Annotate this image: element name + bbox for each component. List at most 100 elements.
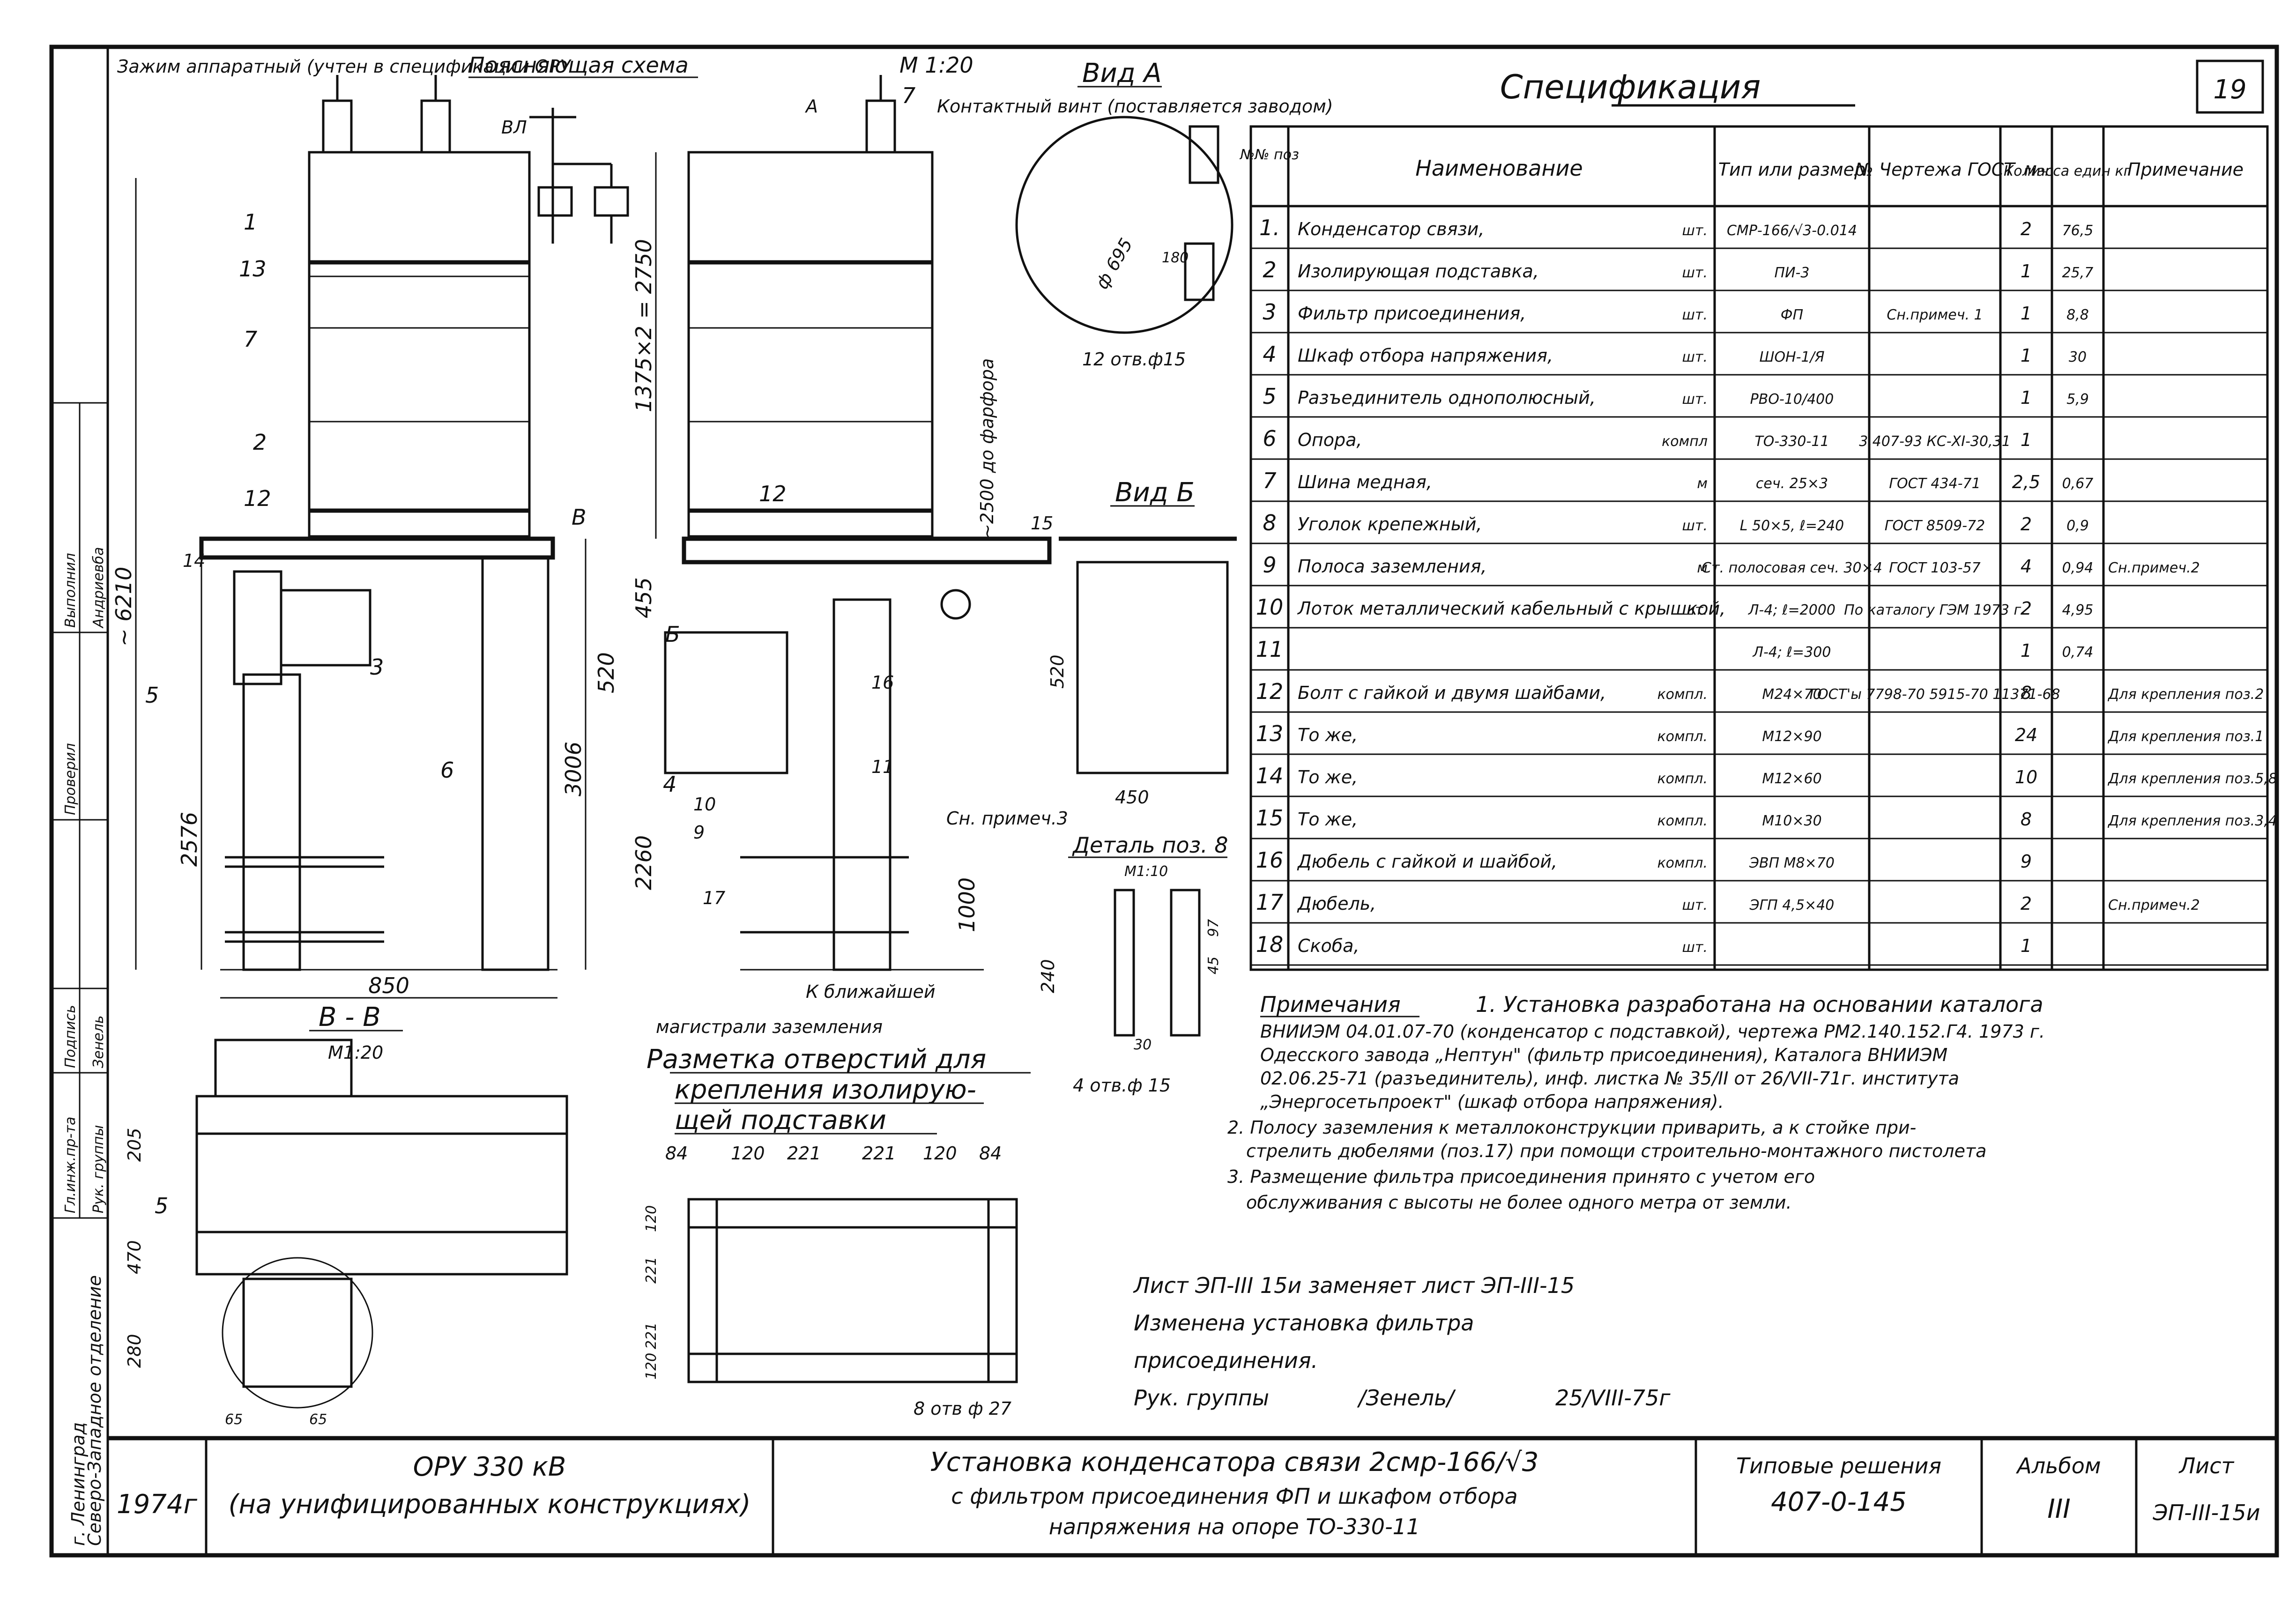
dim-1000: 1000 bbox=[954, 877, 980, 932]
dim-30: 30 bbox=[1134, 1037, 1152, 1053]
spec-h-name: Наименование bbox=[1415, 156, 1583, 181]
spec-cell-drawing: ГОСТ 103-57 bbox=[1889, 560, 1980, 576]
spec-cell-type: Л-4; ℓ=300 bbox=[1753, 644, 1831, 661]
dim-180: 180 bbox=[1162, 250, 1189, 266]
tb-title-1: Установка конденсатора связи 2смр-166/√3 bbox=[930, 1447, 1539, 1478]
spec-cell-pos: 18 bbox=[1256, 932, 1284, 957]
spec-cell-type: ШОН-1/Я bbox=[1759, 349, 1824, 365]
section-title: В - В bbox=[319, 1002, 381, 1032]
spec-cell-mass: 30 bbox=[2069, 349, 2087, 365]
spec-cell-note: Сн.примеч.2 bbox=[2108, 897, 2200, 913]
tb-project-2: (на унифицированных конструкциях) bbox=[229, 1489, 751, 1520]
spec-cell-type: ТО-330-11 bbox=[1754, 433, 1829, 450]
spec-cell-name: Разъединитель однополюсный, bbox=[1298, 387, 1596, 408]
pos-15: 15 bbox=[1031, 513, 1053, 534]
spec-cell-qty: 4 bbox=[2021, 556, 2032, 577]
scheme-title: Поясняющая схема bbox=[468, 52, 689, 78]
dim-695: ф 695 bbox=[1092, 235, 1137, 292]
spec-cell-type: М24×70 bbox=[1762, 686, 1821, 703]
spec-cell-type: Л-4; ℓ=2000 bbox=[1748, 602, 1835, 618]
spec-cell-drawing: 3.407-93 КС-XI-30,31 bbox=[1859, 433, 2011, 450]
marking-title-2: крепления изолирую- bbox=[675, 1075, 976, 1105]
spec-cell-drawing: Сн.примеч. 1 bbox=[1887, 307, 1983, 323]
spec-cell-unit: компл. bbox=[1657, 728, 1708, 745]
porcelain-note: ~2500 до фарфора bbox=[977, 358, 997, 539]
spec-cell-qty: 2 bbox=[2021, 598, 2032, 619]
revision-line-1: Лист ЭП-III 15и заменяет лист ЭП-III-15 bbox=[1133, 1273, 1575, 1298]
mark-a: А bbox=[804, 96, 818, 117]
tb-title-2: с фильтром присоединения ФП и шкафом отб… bbox=[951, 1484, 1517, 1509]
sidebar-role-2: Подпись bbox=[62, 1005, 79, 1068]
spec-cell-qty: 10 bbox=[2015, 767, 2037, 787]
spec-cell-name: Шина медная, bbox=[1298, 472, 1432, 492]
spec-cell-unit: шт. bbox=[1682, 602, 1708, 618]
sidebar-role-4: Выполнил bbox=[62, 553, 79, 628]
dim-2260: 2260 bbox=[631, 835, 656, 890]
notes-line-3: 02.06.25-71 (разъединитель), инф. листка… bbox=[1260, 1068, 1959, 1089]
spec-cell-mass: 25,7 bbox=[2062, 265, 2094, 281]
tb-sheet-value: ЭП-III-15и bbox=[2152, 1500, 2260, 1525]
spec-cell-name: Лоток металлический кабельный с крышкой, bbox=[1297, 598, 1725, 619]
spec-cell-note: Для крепления поз.5,8 bbox=[2107, 771, 2277, 787]
spec-cell-type: ЭВП М8×70 bbox=[1749, 855, 1835, 871]
spec-cell-unit: шт. bbox=[1682, 349, 1708, 365]
mark-dim-1: 120 bbox=[731, 1143, 765, 1164]
pos-12-front: 12 bbox=[759, 481, 787, 506]
spec-cell-mass: 0,9 bbox=[2066, 518, 2089, 534]
holes-4: 4 отв.ф 15 bbox=[1073, 1075, 1171, 1096]
spec-cell-unit: м bbox=[1697, 560, 1708, 576]
dim-850: 850 bbox=[368, 973, 409, 998]
spec-cell-qty: 1 bbox=[2021, 261, 2032, 282]
dim-470: 470 bbox=[124, 1240, 145, 1274]
spec-cell-pos: 2 bbox=[1263, 257, 1276, 282]
mark-dim-v1: 221 bbox=[643, 1257, 660, 1284]
section-scale: М1:20 bbox=[328, 1042, 383, 1063]
spec-cell-qty: 1 bbox=[2021, 387, 2032, 408]
scale-main: М 1:20 bbox=[899, 52, 973, 78]
dim-45: 45 bbox=[1205, 957, 1222, 974]
spec-cell-note: Для крепления поз.3,4 bbox=[2107, 813, 2277, 829]
support-column bbox=[481, 556, 550, 971]
spec-cell-qty: 1 bbox=[2021, 640, 2032, 661]
sheet-number-box bbox=[2196, 59, 2264, 114]
spec-table: Спецификация №№ поз Наименование Тип или… bbox=[1239, 68, 2277, 971]
mark-v: В bbox=[572, 505, 587, 530]
sheet-number: 19 bbox=[2213, 74, 2246, 105]
spec-cell-drawing: ГОСТ 8509-72 bbox=[1885, 518, 1985, 534]
pos-10: 10 bbox=[693, 794, 716, 815]
dim-280: 280 bbox=[124, 1334, 145, 1368]
filter-front bbox=[664, 631, 788, 774]
spec-cell-mass: 4,95 bbox=[2062, 602, 2094, 618]
spec-h-pos: №№ поз bbox=[1239, 147, 1299, 163]
view-b-title: Вид Б bbox=[1115, 477, 1195, 508]
revision-person: /Зенель/ bbox=[1357, 1385, 1456, 1411]
spec-cell-pos: 1. bbox=[1259, 215, 1280, 240]
dim-65b: 65 bbox=[309, 1411, 327, 1428]
spec-cell-name: То же, bbox=[1298, 767, 1358, 787]
detail-title: Деталь поз. 8 bbox=[1072, 832, 1228, 858]
spec-h-qty: Колич bbox=[2004, 163, 2049, 179]
spec-cell-mass: 8,8 bbox=[2066, 307, 2089, 323]
spec-cell-name: Болт с гайкой и двумя шайбами, bbox=[1298, 683, 1606, 703]
dim-6210: ~ 6210 bbox=[111, 567, 136, 646]
detail-scale: М1:10 bbox=[1124, 863, 1168, 880]
spec-cell-type: L 50×5, ℓ=240 bbox=[1740, 518, 1844, 534]
mark-dim-5: 84 bbox=[979, 1143, 1002, 1164]
pos-6: 6 bbox=[440, 757, 454, 783]
dim-455: 455 bbox=[631, 577, 656, 618]
notes-line-2: Одесского завода „Нептун" (фильтр присое… bbox=[1260, 1045, 1947, 1065]
spec-cell-type: ФП bbox=[1781, 307, 1803, 323]
spec-cell-unit: шт. bbox=[1682, 223, 1708, 239]
spec-cell-name: Фильтр присоединения, bbox=[1298, 303, 1526, 324]
revision-role: Рук. группы bbox=[1134, 1385, 1269, 1411]
tb-album-value: III bbox=[2047, 1494, 2071, 1524]
sidebar-org-2: г. Ленинград bbox=[68, 1422, 89, 1546]
view-a-circle bbox=[1015, 116, 1233, 334]
notes-line-6: стрелить дюбелями (поз.17) при помощи ст… bbox=[1246, 1141, 1986, 1161]
spec-cell-type: М12×90 bbox=[1762, 728, 1821, 745]
spec-cell-unit: шт. bbox=[1682, 391, 1708, 408]
notes-line-4: „Энергосетьпроект" (шкаф отбора напряжен… bbox=[1260, 1092, 1724, 1112]
dim-205: 205 bbox=[124, 1128, 145, 1162]
pos-13: 13 bbox=[239, 256, 267, 282]
